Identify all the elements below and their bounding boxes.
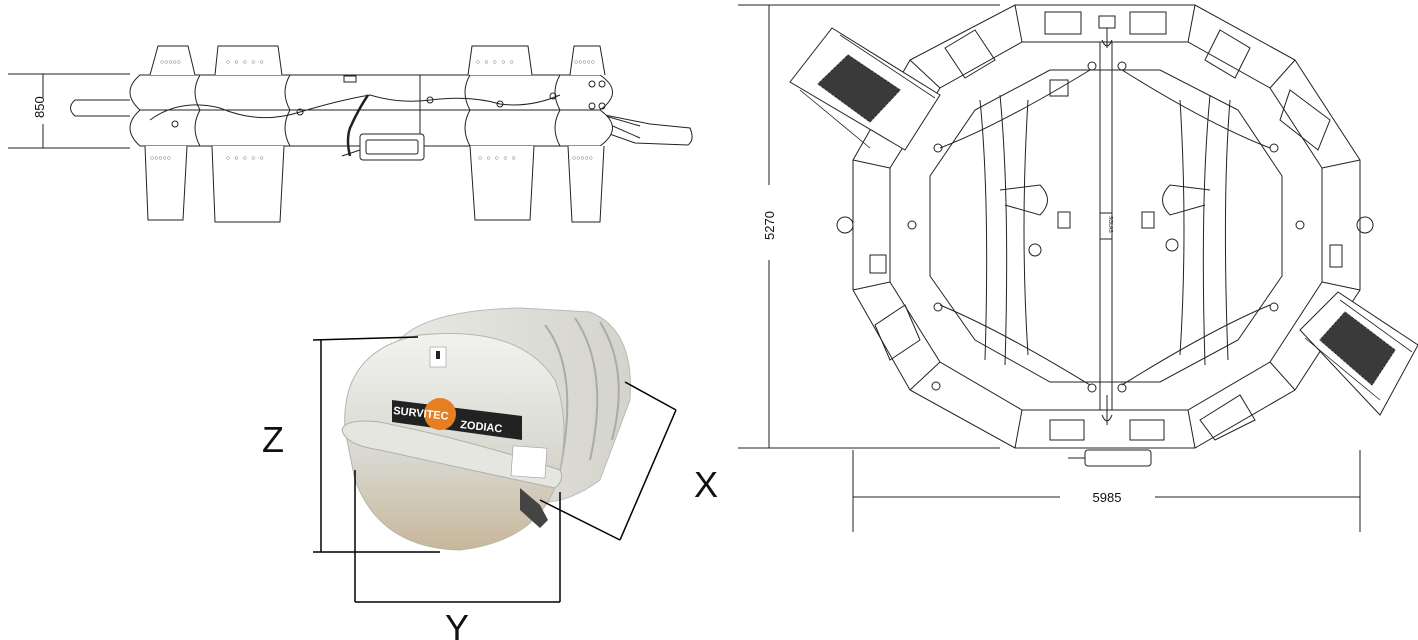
- dimension-z-label: Z: [262, 419, 284, 460]
- container-brand-right: ZODIAC: [460, 419, 503, 435]
- dimension-x-label: X: [694, 464, 718, 505]
- top-view-boarding-ramp-lower-right: [1299, 291, 1418, 416]
- svg-text:○ ○ ○ ○ ○: ○ ○ ○ ○ ○: [226, 155, 264, 163]
- top-view-width-dimension: 5985: [1093, 490, 1122, 505]
- dimension-y-label: Y: [445, 607, 469, 640]
- svg-text:○○○○○: ○○○○○: [150, 155, 171, 163]
- side-view-pocket-markings: ○○○○○ ○ ○ ○ ○ ○ ○ ○ ○ ○ ○ ○○○○○ ○○○○○ ○ …: [150, 59, 595, 163]
- svg-text:○ ○ ○ ○ ○: ○ ○ ○ ○ ○: [226, 59, 264, 67]
- container-brand-left: SURVITEC: [393, 405, 449, 423]
- svg-text:○ ○ ○ ○ ○: ○ ○ ○ ○ ○: [476, 59, 514, 67]
- svg-text:○○○○○: ○○○○○: [572, 155, 593, 163]
- liferaft-container-image: SURVITEC ZODIAC: [341, 307, 631, 551]
- svg-text:○ ○ ○ ○ ○: ○ ○ ○ ○ ○: [478, 155, 516, 163]
- svg-text:○○○○○: ○○○○○: [574, 59, 595, 67]
- top-view-drawing: [738, 4, 1374, 532]
- top-view-center-marking: SOLAS: [1107, 216, 1113, 233]
- top-view-height-dimension: 5270: [762, 211, 777, 240]
- container-dimension-lines: [312, 336, 677, 603]
- svg-text:○○○○○: ○○○○○: [160, 59, 181, 67]
- side-view-drawing: [8, 45, 693, 223]
- side-view-height-dimension: 850: [32, 96, 47, 118]
- top-view-boarding-ramp-upper-left: [789, 27, 941, 151]
